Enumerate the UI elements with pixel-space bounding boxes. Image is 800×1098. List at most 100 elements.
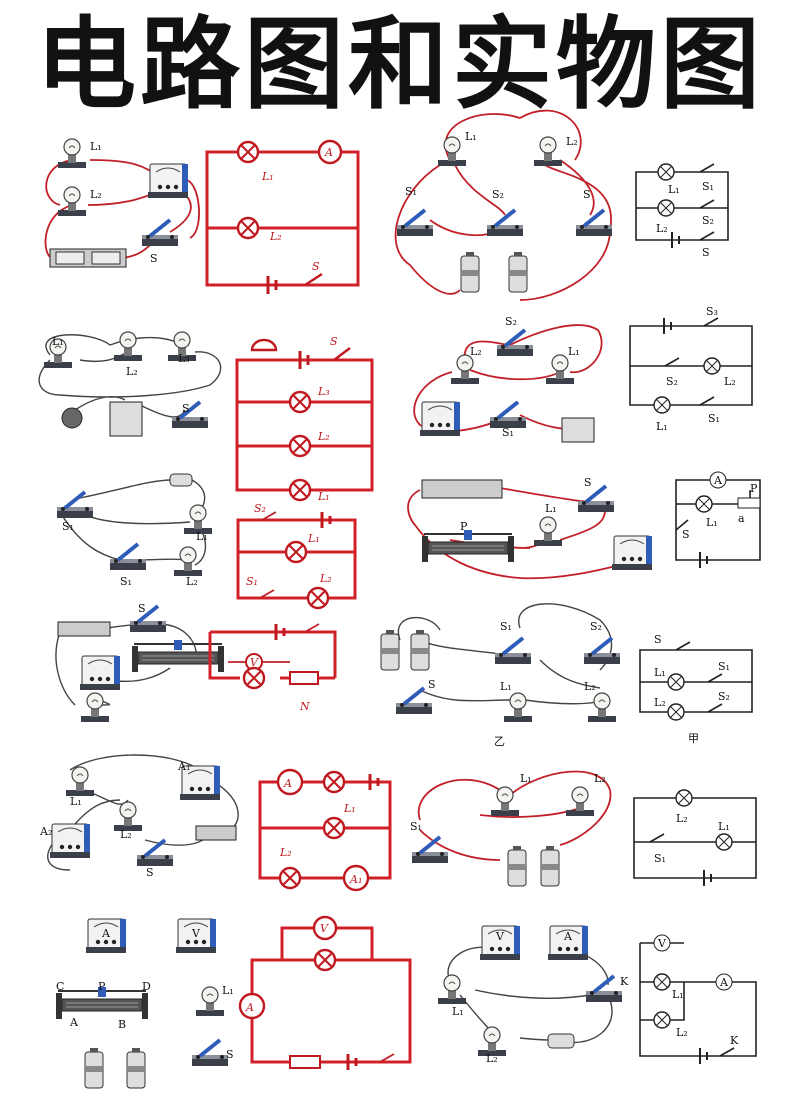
schematic-10: L₂ L₁ S₁ bbox=[633, 789, 757, 886]
label-L2: L₂ bbox=[656, 222, 668, 235]
physical-circuit-2: L₁ L₂ S₁ S₂ S bbox=[394, 109, 614, 301]
label-L1: L₁ bbox=[70, 795, 82, 808]
label-S1: S₁ bbox=[500, 620, 512, 633]
bulb-icon bbox=[173, 546, 203, 577]
label-A1: A₁ bbox=[177, 760, 190, 773]
bulb-icon bbox=[533, 516, 563, 547]
label-S: S bbox=[312, 260, 320, 273]
label-L: L₁ bbox=[706, 516, 718, 529]
battery-icon bbox=[410, 629, 430, 671]
label-S: S bbox=[330, 335, 338, 348]
switch-icon bbox=[108, 542, 148, 572]
physical-circuit-7: S bbox=[55, 602, 225, 723]
label-S: S bbox=[583, 188, 591, 201]
label-L2: L₂ bbox=[319, 572, 332, 585]
physical-circuit-4: S₂ L₂ L₁ S₁ bbox=[413, 315, 603, 443]
bulb-icon bbox=[587, 692, 617, 723]
label-S: S bbox=[682, 528, 690, 541]
label-L1: L₁ bbox=[261, 170, 274, 183]
label-L1: L₁ bbox=[672, 988, 684, 1001]
label-L2: L₂ bbox=[584, 680, 596, 693]
battery-icon bbox=[460, 251, 480, 293]
label-D: D bbox=[142, 980, 151, 993]
bulb-icon bbox=[80, 692, 110, 723]
label-P: P bbox=[98, 980, 106, 993]
label-L2: L₂ bbox=[654, 696, 666, 709]
schematic-6: A P L₁ a S bbox=[675, 471, 761, 568]
label-S: S bbox=[138, 602, 146, 615]
bulb-icon bbox=[437, 974, 467, 1005]
bulb-icon bbox=[503, 692, 533, 723]
schematic-9: A A₁ L₁ L₂ bbox=[258, 768, 392, 892]
label-S3: S₃ bbox=[706, 305, 718, 318]
label-L2: L₂ bbox=[317, 430, 330, 443]
label-N: N bbox=[299, 700, 310, 713]
label-V: V bbox=[191, 927, 201, 940]
switch-icon bbox=[170, 400, 210, 430]
battery-icon bbox=[540, 845, 560, 887]
label-S2: S₂ bbox=[254, 502, 266, 515]
label-S2: S₂ bbox=[702, 214, 714, 227]
ammeter-label: A bbox=[719, 976, 729, 989]
label-L1: L₁ bbox=[668, 183, 680, 196]
label-S: S bbox=[654, 633, 662, 646]
label-S1: S₁ bbox=[120, 575, 132, 588]
label-S: S bbox=[182, 402, 190, 415]
physical-circuit-9: L₁ A₁ L₂ A₂ S bbox=[39, 754, 239, 879]
battery-icon bbox=[380, 629, 400, 671]
label-S: S bbox=[150, 252, 158, 265]
bulb-icon bbox=[65, 766, 95, 797]
switch-icon bbox=[584, 974, 624, 1004]
battery-icon bbox=[508, 251, 528, 293]
schematic-2: L₁ L₂ S₁ S₂ S bbox=[635, 163, 729, 259]
label-S1: S₁ bbox=[502, 426, 514, 439]
meter-icon bbox=[611, 535, 653, 571]
label-V: V bbox=[495, 930, 505, 943]
bulb-icon bbox=[545, 354, 575, 385]
label-S2: S₂ bbox=[590, 620, 602, 633]
label-K: K bbox=[730, 1034, 739, 1047]
label-L1: L₁ bbox=[307, 532, 320, 545]
voltmeter-label: V bbox=[320, 922, 329, 935]
meter-icon bbox=[147, 163, 189, 199]
label-S1: S₁ bbox=[654, 852, 666, 865]
label-L2: L₂ bbox=[90, 188, 102, 201]
label-L2: L₂ bbox=[279, 846, 292, 859]
label-L3: L₃ bbox=[178, 352, 190, 365]
ammeter-label: A bbox=[324, 146, 333, 159]
battery-icon bbox=[84, 1047, 104, 1089]
bulb-icon bbox=[195, 986, 225, 1017]
label-L2: L₂ bbox=[269, 230, 282, 243]
label-P: P bbox=[460, 520, 468, 533]
label-L: L₁ bbox=[222, 984, 234, 997]
label-A: A bbox=[563, 930, 573, 943]
physical-circuit-11: V A L₁ K L₂ bbox=[437, 925, 629, 1065]
label-S1: S₁ bbox=[62, 520, 74, 533]
bulb-icon bbox=[565, 786, 595, 817]
label-S1: S₁ bbox=[405, 185, 417, 198]
schematic-8: S L₁ S₁ L₂ S₂ 甲 bbox=[639, 633, 753, 745]
physical-circuit-3: L₁ L₂ L₃ S bbox=[38, 331, 222, 437]
label-A2: A₂ bbox=[39, 825, 52, 838]
label-L1: L₁ bbox=[196, 530, 208, 543]
schematic-7: V N bbox=[208, 623, 337, 713]
label-S1: S₁ bbox=[718, 660, 730, 673]
bulb-icon bbox=[57, 186, 87, 217]
switch-icon bbox=[574, 208, 614, 238]
ammeter-label: A bbox=[283, 777, 292, 790]
bulb-icon bbox=[113, 801, 143, 832]
bell-icon bbox=[250, 338, 278, 352]
label-S1: S₁ bbox=[702, 180, 714, 193]
physical-circuit-5: S₁ L₁ S₁ L₂ bbox=[55, 473, 213, 588]
switch-icon bbox=[394, 686, 434, 716]
bulb-icon bbox=[450, 354, 480, 385]
label-L2: L₂ bbox=[594, 772, 606, 785]
physical-circuit-10: L₁ L₂ S₁ bbox=[410, 770, 612, 887]
label-L2: L₂ bbox=[486, 1052, 498, 1065]
bulb-icon bbox=[113, 331, 143, 362]
label-A: A bbox=[69, 1016, 79, 1029]
physical-circuit-6: P L₁ S bbox=[407, 476, 653, 580]
label-L1: L₁ bbox=[500, 680, 512, 693]
label-L1: L₁ bbox=[452, 1005, 464, 1018]
label-L1: L₁ bbox=[343, 802, 356, 815]
